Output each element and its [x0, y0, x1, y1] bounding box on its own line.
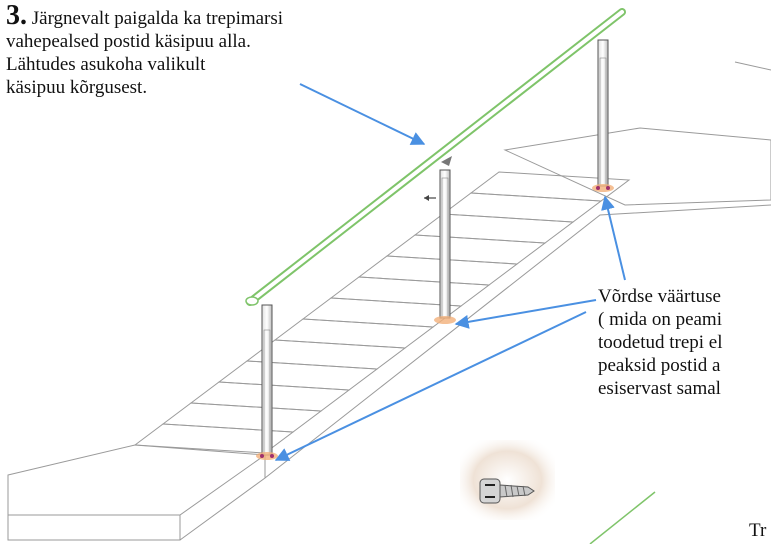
- bottom-landing-edge: [179, 455, 266, 541]
- stair-tread: [413, 213, 575, 244]
- right-note-line-3: toodetud trepi el: [598, 332, 723, 353]
- post-middle: [424, 156, 456, 324]
- right-note-line-5: esiservast samal: [598, 378, 721, 399]
- screw-icon: [460, 440, 555, 520]
- handrail: [245, 8, 626, 306]
- faint-line: [734, 61, 771, 71]
- arrow-to-post-middle: [454, 299, 597, 329]
- stair-tread: [385, 234, 547, 265]
- arrow-to-post-left: [274, 311, 587, 461]
- step-number: 3.: [6, 0, 27, 31]
- post-right: [592, 39, 614, 192]
- arrows: [274, 83, 626, 461]
- instruction-text: 3. Järgnevalt paigalda ka trepimarsi vah…: [6, 2, 284, 99]
- right-note-line-2: ( mida on peami: [598, 309, 722, 330]
- top-landing: [503, 127, 771, 206]
- stair-tread: [217, 360, 379, 391]
- stair-tread: [469, 171, 631, 202]
- arrow-to-post-right: [601, 195, 626, 281]
- bottom-note: Tr: [749, 520, 767, 541]
- handrail-partial: [589, 491, 656, 544]
- instruction-line-3: Lähtudes asukoha valikult: [6, 54, 206, 75]
- stair-tread: [357, 255, 519, 286]
- stair-tread: [161, 402, 323, 433]
- stair-tread: [273, 318, 435, 349]
- instruction-line-2: vahepealsed postid käsipuu alla.: [6, 31, 251, 52]
- right-note: Võrdse väärtuse ( mida on peami toodetud…: [598, 285, 723, 400]
- right-note-line-4: peaksid postid a: [598, 355, 721, 376]
- bottom-landing-side: [7, 515, 181, 541]
- instruction-line-4: käsipuu kõrgusest.: [6, 77, 148, 98]
- stair-tread: [329, 276, 491, 307]
- right-note-line-1: Võrdse väärtuse: [598, 286, 721, 307]
- stair-steps: [133, 171, 631, 454]
- post-left: [256, 304, 278, 460]
- bottom-landing: [7, 444, 267, 516]
- stair-tread: [441, 192, 603, 223]
- instruction-line-1: Järgnevalt paigalda ka trepimarsi: [31, 8, 284, 29]
- arrow-to-handrail: [299, 83, 426, 145]
- stringer-edge: [264, 204, 771, 479]
